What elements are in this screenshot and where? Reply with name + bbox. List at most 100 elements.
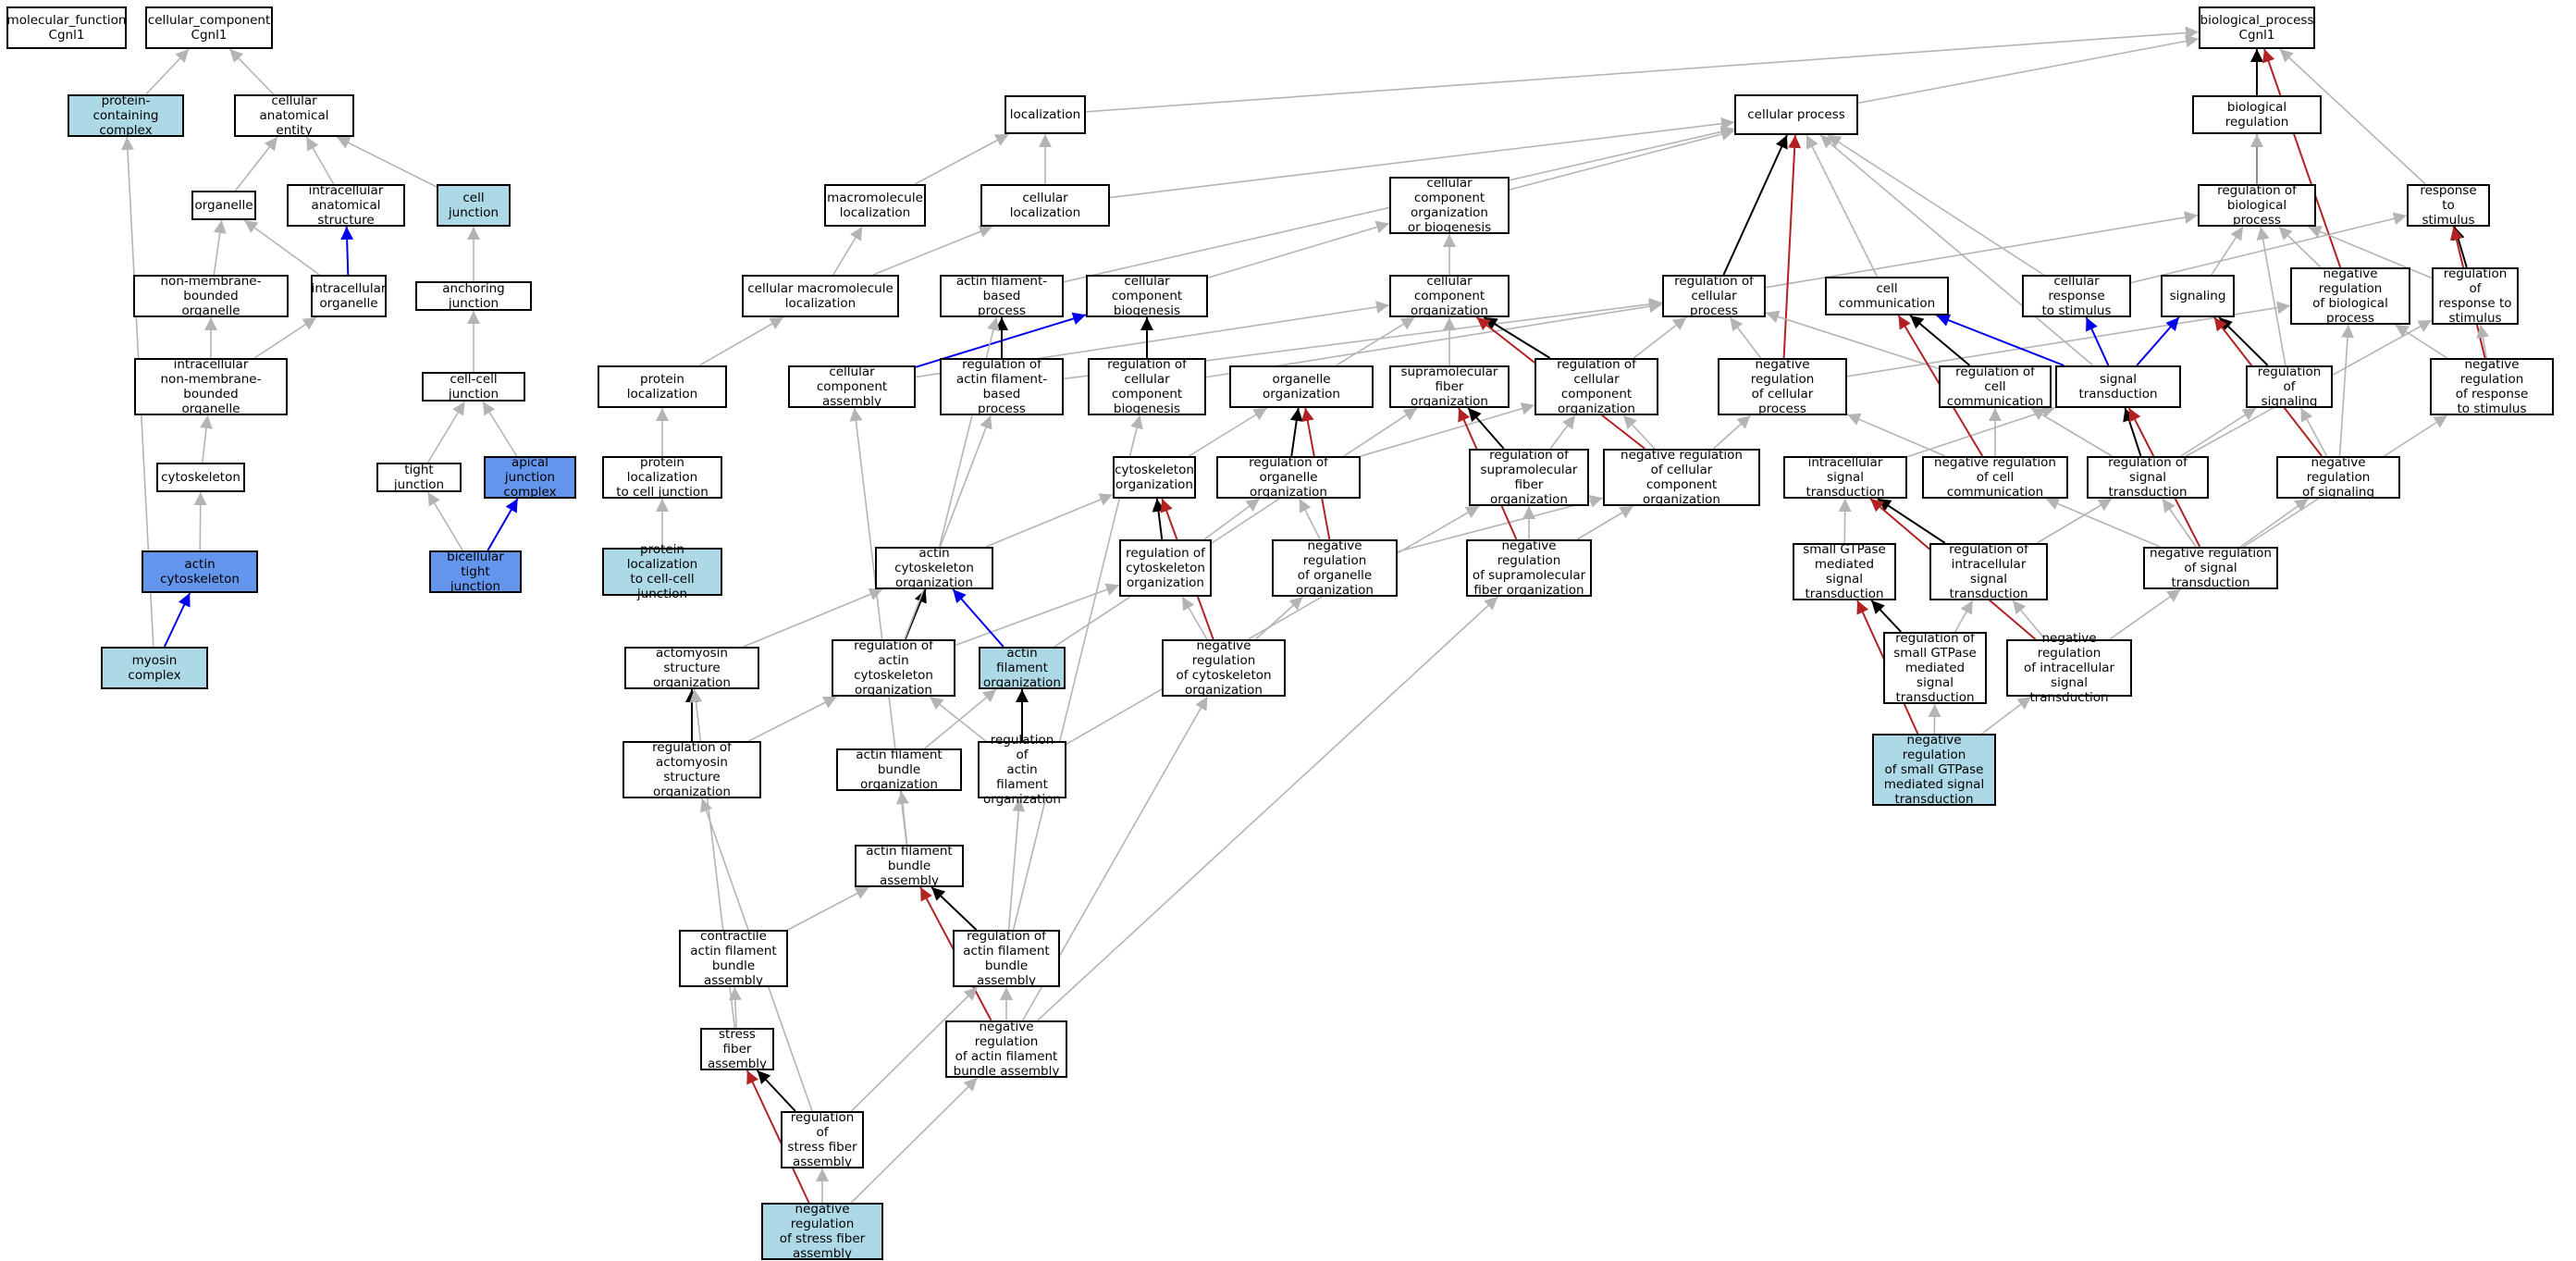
go-term-btj[interactable]: bicellular tight junction <box>429 550 522 594</box>
go-term-cca[interactable]: cellular component assembly <box>788 365 916 409</box>
go-term-aj[interactable]: anchoring junction <box>415 281 532 311</box>
go-term-ccj[interactable]: cell-cell junction <box>422 372 525 402</box>
go-term-ccob[interactable]: cellular component organization or bioge… <box>1389 176 1510 235</box>
go-term-co[interactable]: cytoskeleton organization <box>1113 456 1196 499</box>
go-term-bp[interactable]: biological_process Cgnl1 <box>2199 6 2315 49</box>
go-term-afbo[interactable]: actin filament bundle organization <box>836 748 962 792</box>
go-term-rafo[interactable]: regulation of actin filament organizatio… <box>978 733 1066 807</box>
go-term-aco[interactable]: actin cytoskeleton organization <box>875 546 993 590</box>
go-term-cloc[interactable]: cellular localization <box>980 184 1110 227</box>
go-term-raco[interactable]: regulation of actin cytoskeleton organiz… <box>832 638 955 698</box>
go-term-afo[interactable]: actin filament organization <box>979 646 1066 690</box>
go-term-rrs[interactable]: regulation of response to stimulus <box>2432 266 2519 326</box>
go-term-cp[interactable]: cellular process <box>1734 94 1858 135</box>
edge-myo-acyto <box>163 592 191 648</box>
go-term-loc[interactable]: localization <box>1005 95 1086 134</box>
go-term-rsfa[interactable]: regulation of stress fiber assembly <box>781 1110 864 1169</box>
go-term-ccb[interactable]: cellular component biogenesis <box>1086 274 1208 318</box>
go-term-plccj[interactable]: protein localization to cell-cell juncti… <box>602 542 722 601</box>
edge-crs-cp <box>1827 134 2044 276</box>
edge-nrist-nrst <box>2109 588 2181 640</box>
go-term-nroo[interactable]: negative regulation of organelle organiz… <box>1272 538 1398 598</box>
edge-nrrs-rrs <box>2476 324 2490 359</box>
edge-nroo-roo <box>1299 498 1321 540</box>
go-term-rcco[interactable]: regulation of cellular component organiz… <box>1535 357 1658 416</box>
go-term-rsfo[interactable]: regulation of supramolecular fiber organ… <box>1469 448 1589 507</box>
go-term-nrcc[interactable]: negative regulation of cell communicatio… <box>1922 455 2068 500</box>
go-term-org[interactable]: organelle <box>191 191 256 220</box>
edge-nrbp-bp <box>2262 48 2342 268</box>
go-term-cj[interactable]: cell junction <box>437 184 511 227</box>
go-term-cmloc[interactable]: cellular macromolecule localization <box>742 275 899 317</box>
go-term-ccom[interactable]: cell communication <box>1825 277 1949 315</box>
go-term-rsgmst[interactable]: regulation of small GTPase mediated sign… <box>1883 631 1987 705</box>
edge-rst-st <box>2123 407 2142 457</box>
go-term-rafba[interactable]: regulation of actin filament bundle asse… <box>953 929 1060 988</box>
go-term-mloc[interactable]: macromolecule localization <box>824 184 926 227</box>
go-term-myo[interactable]: myosin complex <box>101 647 208 689</box>
edge-btj-tj <box>426 491 463 551</box>
go-term-cco[interactable]: cellular component organization <box>1389 274 1510 318</box>
go-term-rst[interactable]: regulation of signal transduction <box>2087 455 2209 500</box>
go-term-tj[interactable]: tight junction <box>376 463 462 492</box>
go-term-cafba[interactable]: contractile actin filament bundle assemb… <box>679 929 788 988</box>
go-term-nrst[interactable]: negative regulation of signal transducti… <box>2143 546 2278 590</box>
edge-nrcc-nrcp <box>1846 413 1946 457</box>
go-term-inmbo[interactable]: intracellular non-membrane-bounded organ… <box>134 357 288 416</box>
go-term-oo[interactable]: organelle organization <box>1229 365 1374 408</box>
go-term-nrist[interactable]: negative regulation of intracellular sig… <box>2006 631 2132 705</box>
go-term-ist[interactable]: intracellular signal transduction <box>1783 455 1907 500</box>
go-term-ploc[interactable]: protein localization <box>598 365 727 408</box>
go-term-cc[interactable]: cellular_component Cgnl1 <box>145 6 273 49</box>
go-term-nmbo[interactable]: non-membrane-bounded organelle <box>133 274 289 318</box>
go-term-rsig[interactable]: regulation of signaling <box>2246 365 2333 409</box>
go-term-sig[interactable]: signaling <box>2161 275 2235 317</box>
go-term-plcj[interactable]: protein localization to cell junction <box>602 455 722 500</box>
go-term-rco[interactable]: regulation of cytoskeleton organization <box>1119 539 1212 597</box>
go-term-nrrs[interactable]: negative regulation of response to stimu… <box>2430 357 2554 416</box>
go-term-sfo[interactable]: supramolecular fiber organization <box>1389 365 1510 409</box>
go-term-rist[interactable]: regulation of intracellular signal trans… <box>1929 542 2048 601</box>
go-term-nrbp[interactable]: negative regulation of biological proces… <box>2290 266 2410 326</box>
go-term-amso[interactable]: actomyosin structure organization <box>624 646 759 690</box>
go-term-sgmst[interactable]: small GTPase mediated signal transductio… <box>1793 542 1896 601</box>
edge-amso-aco <box>743 587 883 648</box>
go-term-ias[interactable]: intracellular anatomical structure <box>287 183 405 228</box>
go-term-ramso[interactable]: regulation of actomyosin structure organ… <box>622 740 761 799</box>
go-term-nrcp[interactable]: negative regulation of cellular process <box>1718 357 1847 416</box>
go-term-rcc[interactable]: regulation of cell communication <box>1939 365 2052 409</box>
go-term-st[interactable]: signal transduction <box>2055 365 2181 408</box>
go-term-rafbp[interactable]: regulation of actin filament-based proce… <box>940 357 1064 416</box>
go-term-sfa[interactable]: stress fiber assembly <box>700 1027 774 1071</box>
edge-btj-ajc <box>487 498 519 551</box>
edge-io-ias <box>340 226 354 276</box>
go-term-cyto[interactable]: cytoskeleton <box>156 463 245 492</box>
go-term-afbp[interactable]: actin filament-based process <box>940 274 1064 318</box>
go-term-nrsgmst[interactable]: negative regulation of small GTPase medi… <box>1872 733 1996 807</box>
go-term-roo[interactable]: regulation of organelle organization <box>1216 455 1361 500</box>
go-term-nrco[interactable]: negative regulation of cytoskeleton orga… <box>1162 638 1286 698</box>
go-term-nrsfo[interactable]: negative regulation of supramolecular fi… <box>1466 538 1592 598</box>
go-term-nrsig[interactable]: negative regulation of signaling <box>2276 455 2400 500</box>
go-term-nrafba[interactable]: negative regulation of actin filament bu… <box>945 1020 1067 1079</box>
go-term-rcp[interactable]: regulation of cellular process <box>1662 274 1766 318</box>
go-term-afba[interactable]: actin filament bundle assembly <box>855 844 964 888</box>
go-term-rccb[interactable]: regulation of cellular component biogene… <box>1088 357 1206 416</box>
go-term-rbp[interactable]: regulation of biological process <box>2198 183 2316 228</box>
edge-cyto-inmbo <box>200 414 213 464</box>
edge-cafba-afba <box>787 886 869 931</box>
go-term-breg[interactable]: biological regulation <box>2192 95 2322 134</box>
edge-nrcco-nrcp <box>1712 414 1752 450</box>
go-term-nrcco[interactable]: negative regulation of cellular componen… <box>1603 448 1760 507</box>
go-term-cae[interactable]: cellular anatomical entity <box>234 93 354 138</box>
go-term-rts[interactable]: response to stimulus <box>2407 183 2490 228</box>
go-term-mf[interactable]: molecular_function Cgnl1 <box>6 6 127 49</box>
go-term-nrsfa[interactable]: negative regulation of stress fiber asse… <box>761 1202 883 1261</box>
edge-rsfa-sfa <box>756 1069 796 1112</box>
go-term-crs[interactable]: cellular response to stimulus <box>2022 274 2131 318</box>
go-term-ajc[interactable]: apical junction complex <box>484 455 576 500</box>
edge-st-ccom <box>1936 314 2064 366</box>
go-term-pcc[interactable]: protein-containing complex <box>68 93 184 138</box>
go-term-io[interactable]: intracellular organelle <box>311 275 387 317</box>
go-term-acyto[interactable]: actin cytoskeleton <box>142 550 258 593</box>
